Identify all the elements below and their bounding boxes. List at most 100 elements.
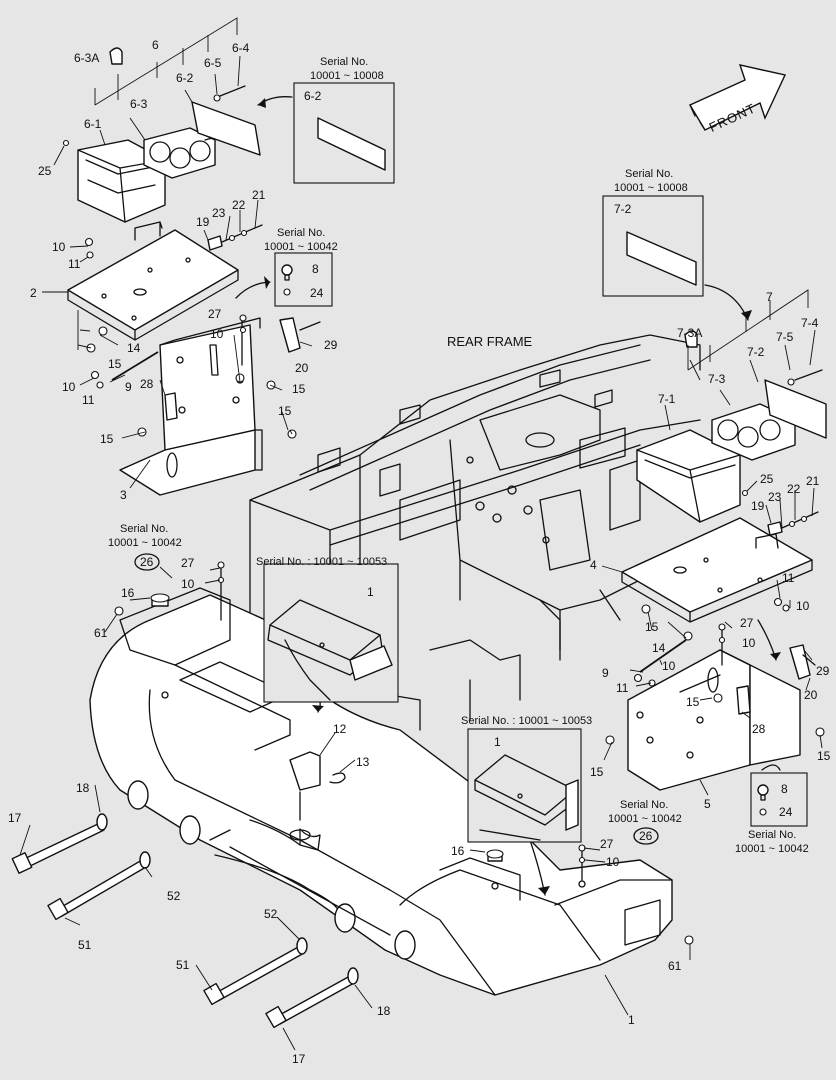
- part-23-left: 23: [212, 206, 226, 220]
- part-21-right: 21: [806, 474, 820, 488]
- part-10-v: 10: [606, 855, 620, 869]
- callout-26-right: [633, 827, 659, 845]
- detail-box-left: [263, 563, 399, 703]
- part-28-left: 28: [140, 377, 154, 391]
- callout-26-left: [134, 553, 160, 571]
- part-15-d: 15: [100, 432, 114, 446]
- part-7-3A: 7-3A: [677, 326, 702, 340]
- part-15-e: 15: [645, 620, 659, 634]
- serial-box-8-24-left: [274, 252, 333, 307]
- part-18-b: 18: [377, 1004, 391, 1018]
- serial-8-24-right-part-a: 8: [781, 782, 788, 796]
- serial-6-2-line2: 10001 ~ 10008: [310, 70, 384, 82]
- part-10-c: 10: [62, 380, 76, 394]
- part-17-b: 17: [292, 1052, 306, 1066]
- right-lamp-assembly: [636, 289, 827, 523]
- part-7-3: 7-3: [708, 372, 726, 386]
- serial-7-2-line1: Serial No.: [625, 168, 673, 180]
- part-6-1: 6-1: [84, 117, 102, 131]
- part-52-b: 52: [264, 907, 278, 921]
- part-28-right: 28: [752, 722, 766, 736]
- part-14-right: 14: [652, 641, 666, 655]
- right-cover-and-bracket: [601, 487, 825, 796]
- part-14-left: 14: [127, 341, 141, 355]
- part-11-a: 11: [68, 257, 81, 271]
- part-11-t: 11: [616, 681, 629, 695]
- detail-right-heading: Serial No. : 10001 ~ 10053: [461, 715, 592, 727]
- serial-26-left-line2: 10001 ~ 10042: [108, 537, 182, 549]
- part-29-right: 29: [816, 664, 830, 678]
- part-2: 2: [30, 286, 37, 300]
- detail-box-right: [467, 728, 582, 843]
- part-51-a: 51: [78, 938, 92, 952]
- left-cover-and-bracket: [42, 199, 321, 496]
- serial-7-2-part: 7-2: [614, 202, 632, 216]
- serial-box-8-24-right: [750, 772, 808, 827]
- part-10-u: 10: [181, 577, 195, 591]
- front-direction-arrow: FRONT: [688, 64, 787, 135]
- part-27-a: 27: [208, 307, 222, 321]
- part-15-b: 15: [292, 382, 306, 396]
- part-10-t: 10: [662, 659, 676, 673]
- serial-26-right-line2: 10001 ~ 10042: [608, 813, 682, 825]
- part-6: 6: [152, 38, 159, 52]
- part-4: 4: [590, 558, 597, 572]
- part-20-left: 20: [295, 361, 309, 375]
- part-15-g: 15: [590, 765, 604, 779]
- part-20-right: 20: [804, 688, 818, 702]
- part-22-left: 22: [232, 198, 246, 212]
- part-61-right: 61: [668, 959, 682, 973]
- part-10-b: 10: [210, 327, 224, 341]
- part-25-left: 25: [38, 164, 52, 178]
- part-11-c: 11: [82, 393, 95, 407]
- part-7-1: 7-1: [658, 392, 676, 406]
- part-6-3: 6-3: [130, 97, 148, 111]
- part-7-5: 7-5: [776, 330, 794, 344]
- part-7: 7: [766, 290, 773, 304]
- serial-8-24-left-part-a: 8: [312, 262, 319, 276]
- part-19-right: 19: [751, 499, 765, 513]
- serial-26-right-part: 26: [639, 829, 653, 843]
- part-61-left: 61: [94, 626, 108, 640]
- part-6-4: 6-4: [232, 41, 250, 55]
- part-29-left: 29: [324, 338, 338, 352]
- part-17-a: 17: [8, 811, 22, 825]
- part-19-left: 19: [196, 215, 210, 229]
- part-1: 1: [628, 1013, 635, 1027]
- part-12: 12: [333, 722, 347, 736]
- part-23-right: 23: [768, 490, 782, 504]
- part-15-c: 15: [278, 404, 292, 418]
- part-6-2: 6-2: [176, 71, 194, 85]
- part-15-a: 15: [108, 357, 122, 371]
- title-rear-frame: REAR FRAME: [447, 334, 533, 349]
- part-16-left: 16: [121, 586, 135, 600]
- serial-8-24-right-line2: 10001 ~ 10042: [735, 843, 809, 855]
- counterweight: [11, 561, 694, 1051]
- part-3: 3: [120, 488, 127, 502]
- part-7-2: 7-2: [747, 345, 765, 359]
- part-10-s: 10: [742, 636, 756, 650]
- serial-26-left-part: 26: [140, 555, 154, 569]
- part-13: 13: [356, 755, 370, 769]
- serial-8-24-right-line1: Serial No.: [748, 829, 796, 841]
- part-22-right: 22: [787, 482, 801, 496]
- serial-8-24-right-part-b: 24: [779, 805, 793, 819]
- serial-7-2-line2: 10001 ~ 10008: [614, 182, 688, 194]
- part-27-d: 27: [600, 837, 614, 851]
- part-18-a: 18: [76, 781, 90, 795]
- part-10-right: 10: [796, 599, 810, 613]
- detail-right-part: 1: [494, 735, 501, 749]
- part-21-left: 21: [252, 188, 266, 202]
- part-9-left: 9: [125, 380, 132, 394]
- part-27-right: 27: [740, 616, 754, 630]
- part-7-4: 7-4: [801, 316, 819, 330]
- serial-26-left-line1: Serial No.: [120, 523, 168, 535]
- detail-left-heading: Serial No. : 10001 ~ 10053: [256, 556, 387, 568]
- part-5: 5: [704, 797, 711, 811]
- serial-8-24-left-line2: 10001 ~ 10042: [264, 241, 338, 253]
- part-6-5: 6-5: [204, 56, 222, 70]
- part-27-c: 27: [181, 556, 195, 570]
- part-9-right: 9: [602, 666, 609, 680]
